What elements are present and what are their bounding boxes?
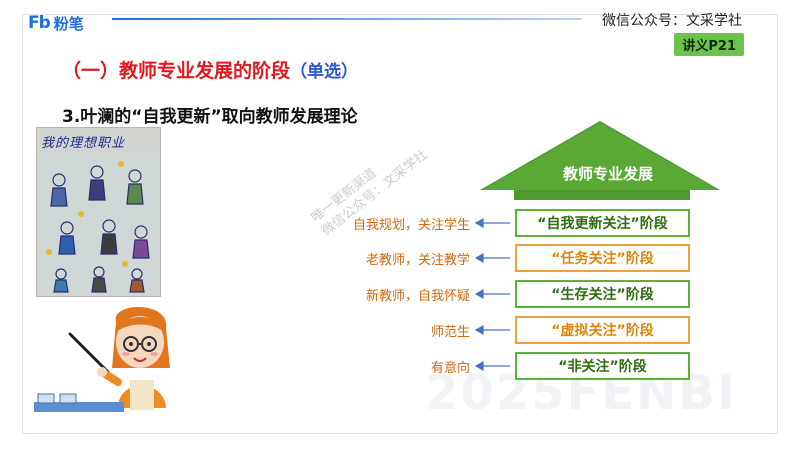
logo-mark: Fb xyxy=(28,13,51,33)
section-title-text: （一）教师专业发展的阶段 xyxy=(62,60,291,82)
subtitle: 3.叶澜的“自我更新”取向教师发展理论 xyxy=(62,107,358,127)
drawing-title: 我的理想职业 xyxy=(41,136,126,151)
section-title: （一）教师专业发展的阶段（单选） xyxy=(62,56,358,83)
connector-arrows xyxy=(474,217,510,372)
page-reference-badge: 讲义P21 xyxy=(674,33,744,56)
stage-desc-non-concern: 有意向 xyxy=(430,361,470,376)
stage-box-survival-concern: “生存关注”阶段 xyxy=(515,280,690,308)
stage-box-self-renewal: “自我更新关注”阶段 xyxy=(515,209,690,237)
stage-box-virtual-concern: “虚拟关注”阶段 xyxy=(515,316,690,344)
logo: Fb 粉笔 xyxy=(28,13,84,33)
teacher-illustration xyxy=(34,306,170,412)
slide-frame xyxy=(22,14,778,434)
stage-desc-survival-concern: 新教师，自我怀疑 xyxy=(365,289,470,304)
children-drawing-image: 我的理想职业 xyxy=(36,127,161,297)
stage-desc-self-renewal: 自我规划，关注学生 xyxy=(352,218,470,233)
question-type-tag: （单选） xyxy=(290,62,359,82)
wechat-account: 微信公众号：文采学社 xyxy=(602,13,742,29)
drawing-illustration xyxy=(37,128,160,296)
logo-text: 粉笔 xyxy=(53,14,84,33)
stage-desc-virtual-concern: 师范生 xyxy=(430,325,470,340)
header-divider xyxy=(112,18,582,20)
stage-box-non-concern: “非关注”阶段 xyxy=(515,352,690,380)
stage-desc-task-concern: 老教师，关注教学 xyxy=(365,253,470,268)
stage-box-task-concern: “任务关注”阶段 xyxy=(515,244,690,272)
arrow-label: 教师专业发展 xyxy=(562,165,653,183)
